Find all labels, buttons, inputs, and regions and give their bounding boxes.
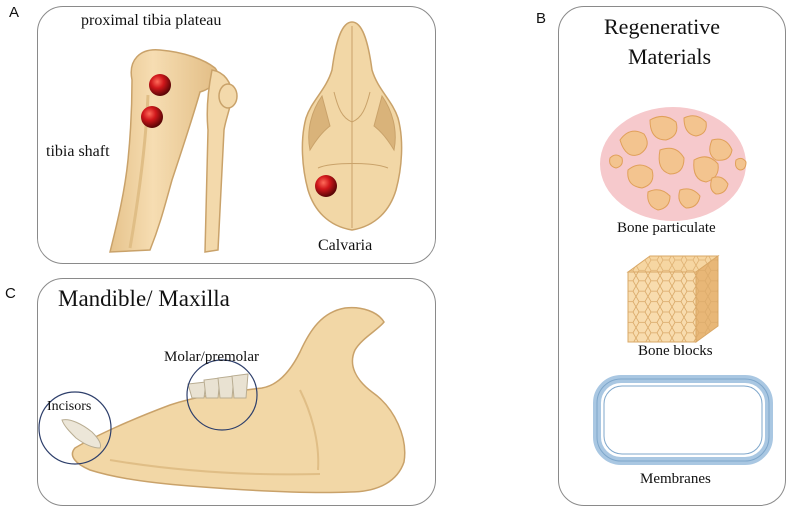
skull-illustration bbox=[301, 21, 403, 231]
bone-particulate-pieces bbox=[609, 115, 747, 211]
bone-blocks-label: Bone blocks bbox=[638, 343, 713, 359]
incisor-tooth bbox=[61, 419, 101, 449]
molar-highlight-circle bbox=[186, 359, 258, 431]
tibia-shaft-label: tibia shaft bbox=[46, 143, 110, 160]
calvaria-defect bbox=[315, 175, 337, 197]
tibia-shaft-defect bbox=[141, 106, 163, 128]
proximal-tibia-plateau-label: proximal tibia plateau bbox=[81, 12, 222, 29]
bone-block-cube bbox=[626, 255, 720, 343]
calvaria-label: Calvaria bbox=[318, 237, 373, 254]
regenerative-title-line2: Materials bbox=[628, 44, 712, 69]
mandible-illustration bbox=[71, 306, 406, 494]
tibia-plateau-defect bbox=[149, 74, 171, 96]
membranes-label: Membranes bbox=[640, 471, 711, 487]
regenerative-title-line1: Regenerative bbox=[604, 14, 721, 39]
molar-premolar-label: Molar/premolar bbox=[164, 349, 259, 365]
panel-a-letter: A bbox=[9, 4, 20, 21]
bone-particulate-label: Bone particulate bbox=[617, 220, 716, 236]
membrane-shape bbox=[593, 375, 773, 465]
mandible-maxilla-title: Mandible/ Maxilla bbox=[58, 286, 230, 311]
tibia-illustration bbox=[109, 49, 238, 253]
incisor-highlight-circle bbox=[38, 391, 112, 465]
incisors-label: Incisors bbox=[47, 399, 92, 414]
panel-c-letter: C bbox=[5, 285, 16, 302]
panel-b-letter: B bbox=[536, 10, 547, 27]
molar-teeth bbox=[187, 373, 249, 399]
